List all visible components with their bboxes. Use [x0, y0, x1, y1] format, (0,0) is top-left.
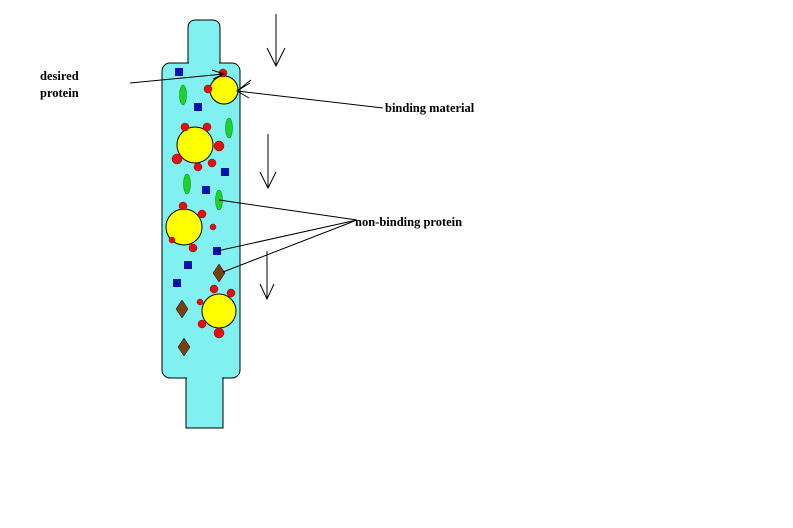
bead — [201, 293, 237, 329]
flow-arrow-down-icon — [259, 134, 277, 190]
desired-protein — [188, 243, 198, 253]
non-binding-protein-square — [173, 279, 181, 287]
non-binding-protein-diamond — [175, 299, 189, 319]
desired-proteins — [168, 68, 236, 339]
desired-protein — [196, 298, 204, 306]
desired-protein — [213, 327, 225, 339]
desired-protein — [193, 162, 203, 172]
desired-protein — [171, 153, 183, 165]
pointer-lines — [129, 69, 384, 273]
desired-protein — [226, 288, 236, 298]
non-binding-protein-ellipse — [179, 84, 187, 106]
desired-protein — [203, 84, 213, 94]
desired-protein — [209, 223, 217, 231]
non-binding-pointer-3 — [222, 219, 358, 273]
column-bottom-neck — [185, 377, 224, 429]
desired-protein — [197, 319, 207, 329]
desired-protein-pointer — [129, 69, 226, 84]
non-binding-protein-diamond — [212, 263, 226, 283]
non-binding-pointer-2 — [216, 219, 358, 252]
desired-protein — [178, 201, 188, 211]
desired-protein — [168, 236, 176, 244]
column-top-neck — [187, 19, 221, 64]
binding-material-label: binding material — [385, 101, 475, 115]
non-binding-protein-ellipse — [183, 173, 191, 195]
desired-protein — [209, 284, 219, 294]
non-binding-protein-diamond — [177, 337, 191, 357]
bead — [176, 126, 214, 164]
desired-protein — [207, 158, 217, 168]
desired-protein — [213, 140, 225, 152]
desired-protein-label-line2: protein — [40, 86, 79, 100]
flow-arrow-down-icon — [266, 14, 286, 68]
diamond-proteins — [175, 263, 226, 357]
bead — [209, 75, 239, 105]
binding-material-pointer — [236, 79, 384, 109]
flow-arrow-down-icon — [259, 251, 275, 301]
desired-protein — [180, 122, 190, 132]
desired-protein-label: desired — [40, 69, 79, 83]
non-binding-protein-square — [221, 168, 229, 176]
non-binding-protein-ellipse — [225, 117, 233, 139]
flow-arrows — [259, 14, 286, 301]
desired-protein — [197, 209, 207, 219]
desired-protein — [202, 122, 212, 132]
non-binding-protein-label: non-binding protein — [355, 215, 462, 229]
non-binding-protein-square — [175, 68, 183, 76]
non-binding-protein-square — [202, 186, 210, 194]
non-binding-protein-square — [194, 103, 202, 111]
non-binding-protein-square — [184, 261, 192, 269]
non-binding-pointer-1 — [218, 199, 358, 221]
